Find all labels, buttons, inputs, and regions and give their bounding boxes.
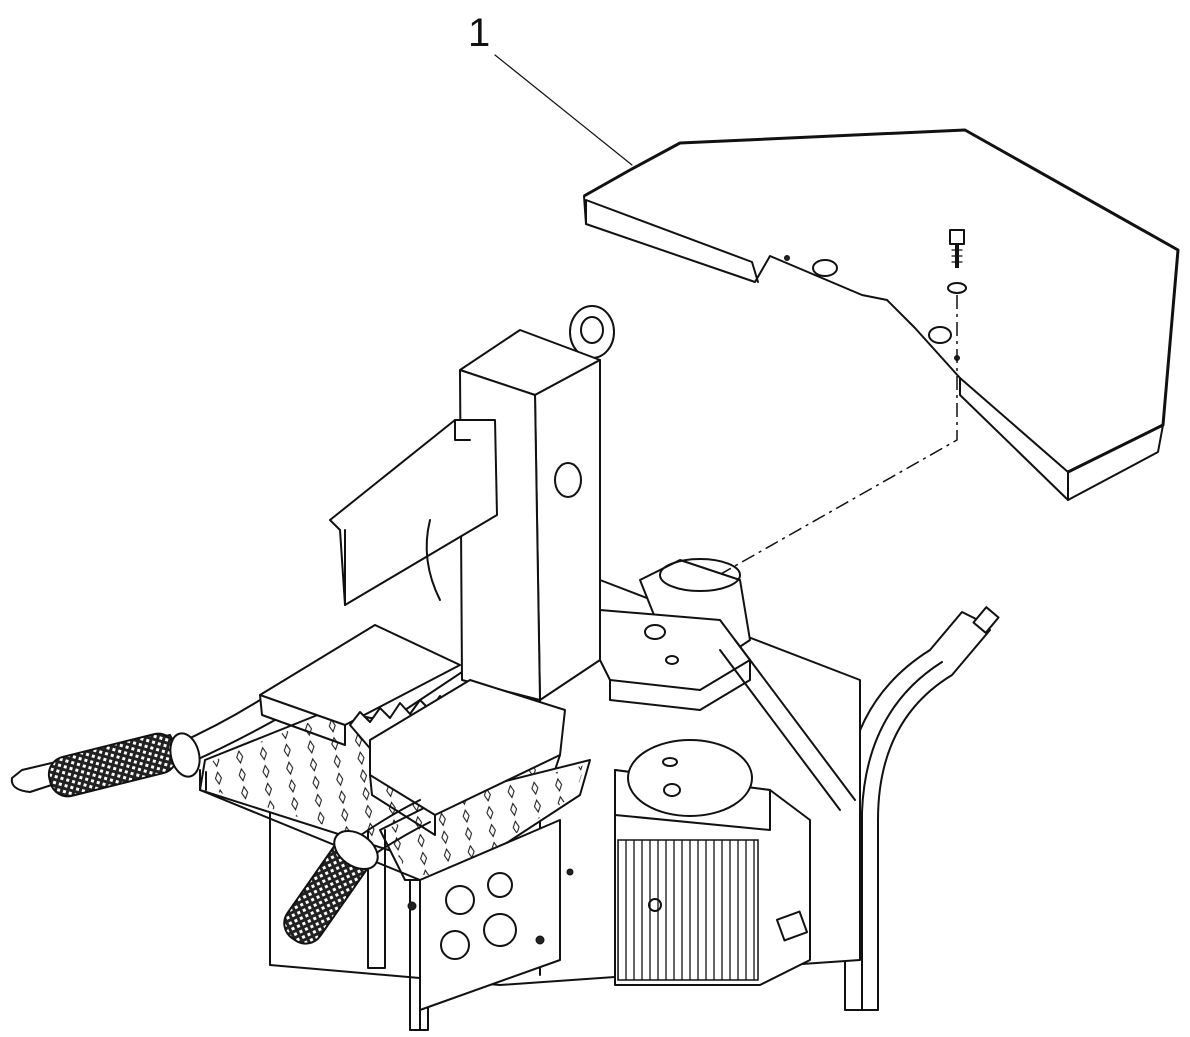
- cover-hole: [928, 326, 952, 344]
- panel-hole: [487, 872, 513, 898]
- washer: [947, 282, 967, 294]
- cover-hole: [812, 259, 838, 277]
- callout-1: 1: [468, 11, 633, 166]
- support-arm: [844, 606, 1000, 1011]
- panel-hole: [440, 930, 470, 960]
- assembly-axis-line: [674, 295, 958, 601]
- washer: [662, 757, 678, 767]
- handle-right: [283, 799, 431, 945]
- callout-number-1: 1: [468, 11, 490, 55]
- cover-screw: [949, 229, 965, 268]
- handle-left: [10, 699, 276, 798]
- column-hole: [554, 462, 582, 498]
- panel-hole: [483, 913, 517, 947]
- grip-left: [47, 732, 179, 798]
- panel-hole: [445, 885, 475, 915]
- motor: [614, 739, 811, 986]
- callout-leader-line: [494, 54, 633, 166]
- cover-plate-part: [583, 128, 1180, 501]
- motor-top-cap: [627, 739, 753, 817]
- pedal-assembly: [199, 624, 591, 1031]
- pivot-bracket: [589, 609, 856, 811]
- column-bracket-plate: [329, 419, 498, 606]
